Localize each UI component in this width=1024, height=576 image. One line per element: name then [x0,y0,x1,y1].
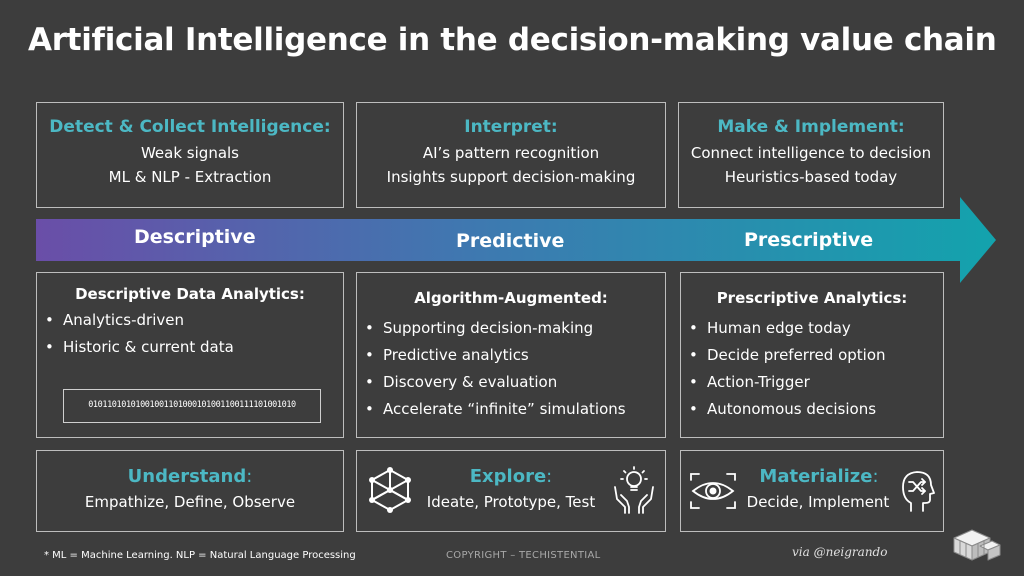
box-line: Ideate, Prototype, Test [426,493,596,511]
stage-descriptive: Descriptive [134,226,256,248]
box-line: Insights support decision-making [386,168,636,186]
box-line: Decide, Implement [746,493,890,511]
box-heading: Explore: [469,466,553,487]
credit: via @neigrando [792,545,888,559]
box-heading: Materialize: [759,466,879,487]
box-heading: Understand: [127,466,253,487]
list-item: •Discovery & evaluation [365,373,558,391]
list-item: •Autonomous decisions [689,400,877,418]
box-heading: Algorithm-Augmented: [414,289,608,307]
descriptive-analytics-box: Descriptive Data Analytics: •Analytics-d… [36,272,344,438]
eye-scan-icon [690,473,736,509]
list-item: •Analytics-driven [45,311,184,329]
box-line: Connect intelligence to decision [690,144,932,162]
stage-predictive: Predictive [456,230,565,252]
box-heading: Descriptive Data Analytics: [75,285,305,303]
idea-hands-icon [614,466,654,514]
understand-box: Understand: Empathize, Define, Observe [36,450,344,532]
box-line: ML & NLP - Extraction [108,168,272,186]
list-item: •Historic & current data [45,338,234,356]
list-item: •Supporting decision-making [365,319,594,337]
make-implement-box: Make & Implement: Connect intelligence t… [678,102,944,208]
value-chain-arrow [36,197,996,283]
copyright: COPYRIGHT – TECHISTENTIAL [446,550,601,561]
box-line: AI’s pattern recognition [422,144,600,162]
stage-prescriptive: Prescriptive [744,229,874,251]
head-decision-icon [902,471,935,512]
algorithm-augmented-box: Algorithm-Augmented: •Supporting decisio… [356,272,666,438]
page-title: Artificial Intelligence in the decision-… [28,22,997,58]
box-heading: Interpret: [464,117,558,137]
interpret-box: Interpret: AI’s pattern recognition Insi… [356,102,666,208]
footnote: * ML = Machine Learning. NLP = Natural L… [44,550,356,561]
prescriptive-analytics-box: Prescriptive Analytics: •Human edge toda… [680,272,944,438]
list-item: •Human edge today [689,319,851,337]
materialize-box: Materialize: Decide, Implement [680,450,944,532]
box-line: Heuristics-based today [724,168,898,186]
explore-box: Explore: Ideate, Prototype, Test [356,450,666,532]
box-line: Weak signals [140,144,239,162]
list-item: •Decide preferred option [689,346,886,364]
binary-data-strip: 0101101010100100110100010100110011110100… [63,389,321,423]
list-item: •Action-Trigger [689,373,810,391]
box-heading: Prescriptive Analytics: [716,289,908,307]
detect-collect-box: Detect & Collect Intelligence: Weak sign… [36,102,344,208]
box-heading: Detect & Collect Intelligence: [49,117,331,137]
list-item: •Accelerate “infinite” simulations [365,400,626,418]
box-line: Empathize, Define, Observe [84,493,296,511]
logo-icon [953,529,1001,561]
list-item: •Predictive analytics [365,346,529,364]
cube-network-icon [369,467,411,513]
box-heading: Make & Implement: [717,117,905,137]
